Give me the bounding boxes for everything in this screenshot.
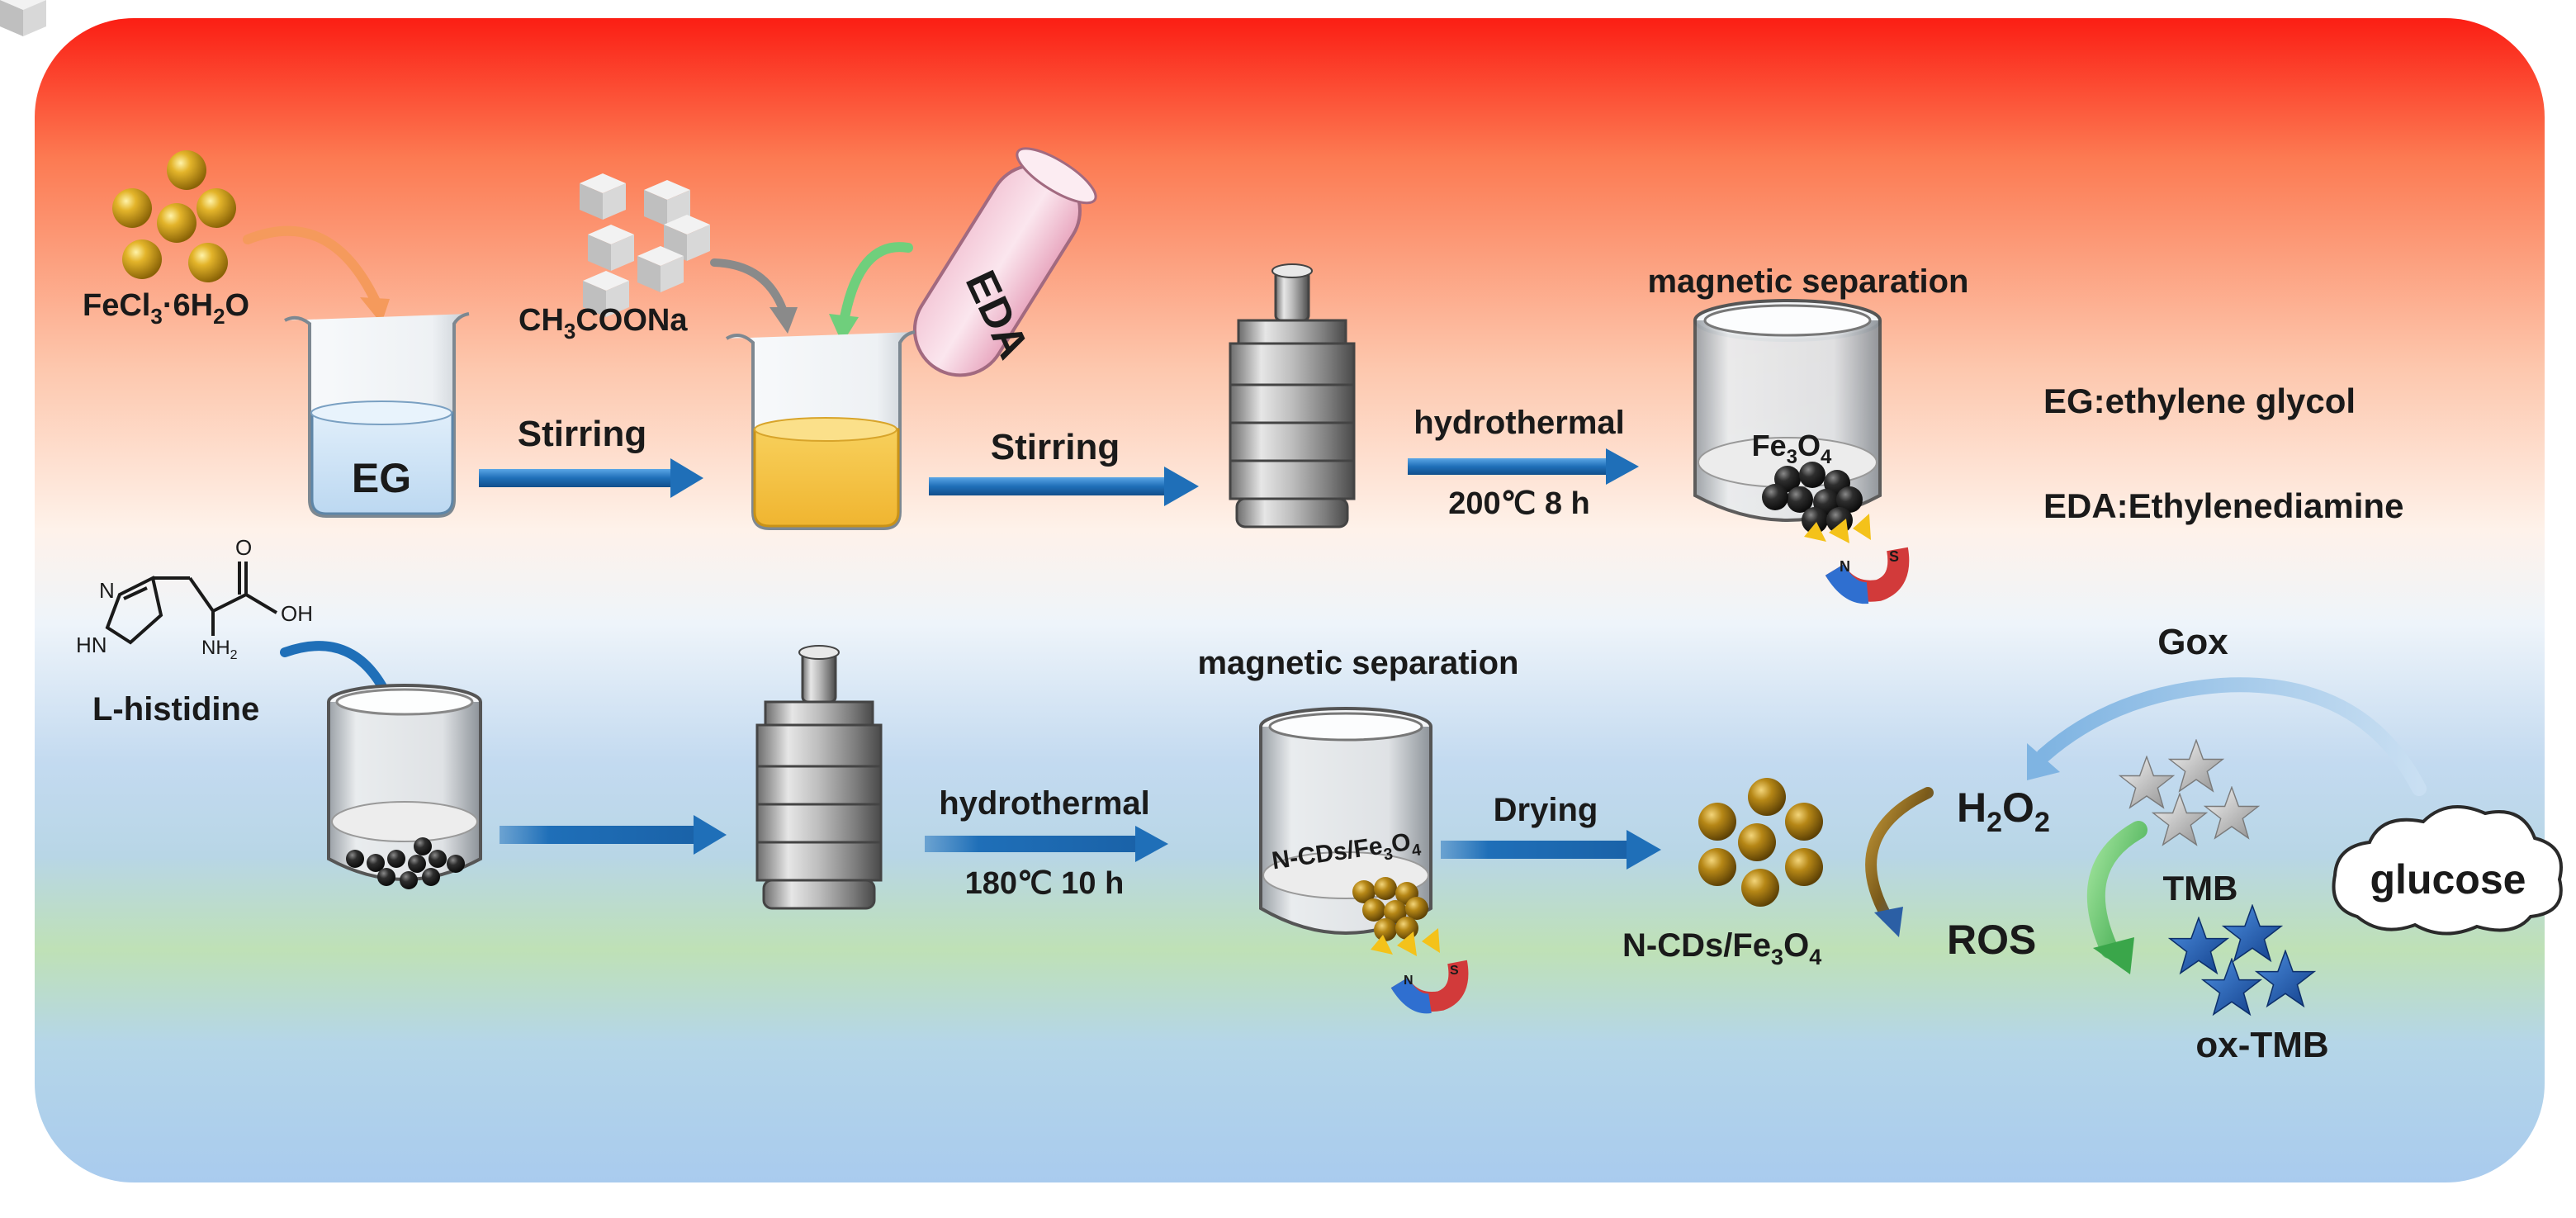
background-panel bbox=[35, 18, 2545, 1182]
autoclave-icon-1 bbox=[1229, 263, 1356, 528]
ch3coona-cubes-icon bbox=[0, 0, 710, 317]
hydrothermal-label-2: hydrothermal bbox=[939, 785, 1150, 822]
tmb-label: TMB bbox=[2163, 869, 2238, 908]
autoclave-icon-2 bbox=[755, 645, 883, 910]
magnet-icon-2: N S bbox=[1371, 928, 1469, 1014]
cloud-icon bbox=[2332, 805, 2563, 936]
histidine-label: L-histidine bbox=[92, 691, 259, 727]
legend-eda: EDA:Ethylenediamine bbox=[2043, 486, 2403, 525]
histidine-n: N bbox=[99, 578, 115, 603]
eg-beaker-label: EG bbox=[352, 455, 411, 501]
histidine-molecule-icon bbox=[105, 562, 278, 645]
ncds-product-label: N-CDs/Fe3O4 bbox=[1622, 927, 1821, 969]
ncds-product-particles-icon bbox=[1698, 778, 1823, 907]
histidine-jar-icon bbox=[327, 684, 482, 881]
ncds-jar-particles bbox=[1352, 877, 1428, 941]
ros-label: ROS bbox=[1947, 917, 2036, 963]
histidine-o: O bbox=[235, 535, 252, 560]
hydrothermal-label-1: hydrothermal bbox=[1413, 405, 1625, 441]
histidine-hn: HN bbox=[76, 633, 107, 657]
condition-label-1: 200℃ 8 h bbox=[1448, 486, 1590, 521]
drying-label: Drying bbox=[1494, 792, 1598, 828]
fecl3-curved-arrow bbox=[243, 225, 381, 306]
separation-jar-icon-1 bbox=[1693, 299, 1882, 522]
drying-arrow bbox=[1441, 830, 1661, 870]
magnetic-separation-label-2: magnetic separation bbox=[1197, 645, 1518, 681]
yellow-beaker-icon bbox=[725, 330, 916, 530]
fecl3-particles-icon bbox=[112, 150, 236, 282]
histidine-oh: OH bbox=[281, 601, 313, 626]
histidine-curved-arrow bbox=[280, 641, 393, 703]
catalytic-curved-arrow bbox=[1865, 787, 1934, 922]
fe3o4-label: Fe3O4 bbox=[1752, 429, 1832, 468]
h2o2-label: H2O2 bbox=[1957, 784, 2050, 838]
arrow-to-autoclave-2 bbox=[500, 815, 727, 855]
eg-beaker-icon bbox=[284, 312, 470, 518]
separation-jar-icon-2 bbox=[1259, 707, 1432, 935]
magnetic-separation-label-1: magnetic separation bbox=[1647, 263, 1968, 300]
ox-tmb-label: ox-TMB bbox=[2195, 1025, 2328, 1065]
condition-label-2: 180℃ 10 h bbox=[965, 866, 1125, 901]
stirring-label-1: Stirring bbox=[518, 414, 646, 454]
legend-eg: EG:ethylene glycol bbox=[2043, 382, 2356, 420]
ch3coona-curved-arrow bbox=[710, 258, 788, 318]
histidine-nh2: NH2 bbox=[201, 637, 238, 662]
svg-text:S: S bbox=[1450, 964, 1459, 978]
svg-text:S: S bbox=[1889, 548, 1899, 565]
gox-arc-arrow bbox=[2036, 677, 2427, 796]
fe3o4-dark-particles bbox=[1762, 462, 1863, 533]
histidine-jar-particles bbox=[346, 837, 465, 889]
hydrothermal-arrow-2 bbox=[925, 826, 1168, 862]
stirring-label-2: Stirring bbox=[991, 427, 1120, 467]
stirring-arrow-2 bbox=[929, 467, 1199, 506]
fecl3-label: FeCl3·6H2O bbox=[83, 288, 249, 329]
magnet-icon-1: N S bbox=[1804, 514, 1910, 604]
eda-test-tube-icon bbox=[912, 147, 1097, 377]
ch3coona-label: CH3COONa bbox=[519, 303, 688, 344]
hydrothermal-arrow-1 bbox=[1408, 448, 1639, 485]
tmb-oxidation-arrow bbox=[2086, 821, 2147, 959]
stirring-arrow-1 bbox=[479, 458, 703, 498]
gox-label: Gox bbox=[2157, 622, 2228, 662]
eda-curved-arrow bbox=[839, 242, 913, 327]
glucose-label: glucose bbox=[2370, 856, 2526, 903]
svg-text:N: N bbox=[1840, 558, 1850, 575]
svg-text:N: N bbox=[1404, 974, 1413, 988]
